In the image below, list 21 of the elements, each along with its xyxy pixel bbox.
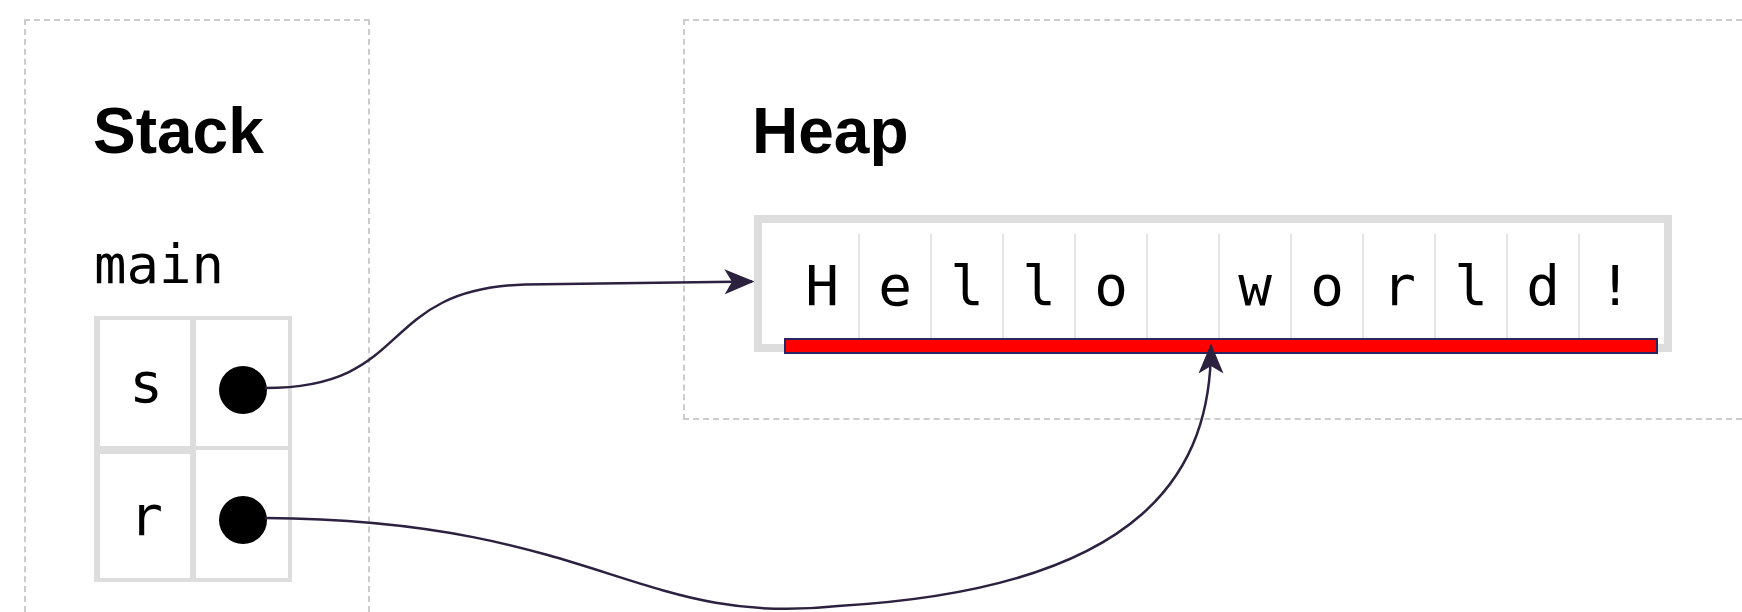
character: H: [805, 258, 839, 314]
character: d: [1526, 258, 1560, 314]
region-heading: Stack: [93, 99, 264, 163]
frame-name: main: [94, 238, 225, 292]
pointer-arrow: [264, 343, 1223, 610]
character: l: [950, 258, 984, 314]
character: o: [1310, 258, 1344, 314]
slice-range-bar: [784, 338, 1658, 354]
memory-region: [683, 19, 1742, 420]
character: !: [1598, 258, 1632, 314]
variable-name: r: [129, 488, 163, 544]
character: e: [878, 258, 912, 314]
character: o: [1094, 258, 1128, 314]
pointer-arrow: [264, 269, 755, 390]
variable-name: s: [129, 355, 163, 411]
character: l: [1022, 258, 1056, 314]
character: l: [1454, 258, 1488, 314]
character: w: [1238, 258, 1272, 314]
string-buffer: [754, 215, 1672, 352]
memory-region: [24, 19, 370, 612]
character: r: [1382, 258, 1416, 314]
